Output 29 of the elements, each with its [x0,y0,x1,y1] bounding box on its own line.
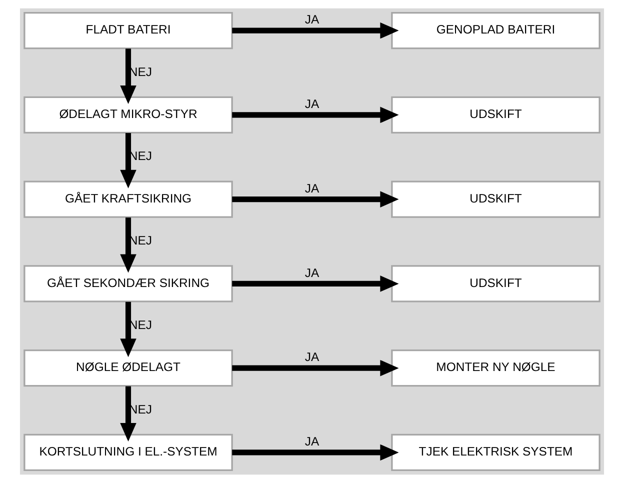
arrow [232,276,398,292]
arrow [232,191,398,208]
edge-label: JA [304,266,319,280]
arrow [232,106,398,124]
node-box: UDSKIFT [390,96,600,134]
edge-label: JA [304,97,319,112]
arrow [120,48,136,104]
arrow [120,386,136,442]
node-box: NØGLE ØDELAGT [23,349,232,387]
arrow [232,360,398,376]
node-box: FLADT BATERI [23,12,232,50]
node-box: GENOPLAD BAITERI [390,12,600,50]
node-box: KORTSLUTNING I EL.-SYSTEM [23,434,232,472]
node-box: UDSKIFT [390,265,600,302]
node-box: MONTER NY NØGLE [390,349,600,387]
edge-label: JA [304,181,319,196]
edge-label: JA [304,12,319,27]
node-box: UDSKIFT [390,180,600,218]
edge-label: JA [304,434,319,449]
edge-label: JA [304,350,319,364]
node-box: TJEK ELEKTRISK SYSTEM [390,434,600,472]
node-box: GÅET KRAFTSIKRING [23,180,232,218]
node-box: ØDELAGT MIKRO-STYR [23,96,232,134]
node-box: GÅET SEKONDÆR SIKRING [23,265,232,302]
arrow [232,22,398,39]
arrow [120,133,136,188]
arrow [232,444,398,461]
arrow [120,302,136,358]
arrow [120,217,136,273]
